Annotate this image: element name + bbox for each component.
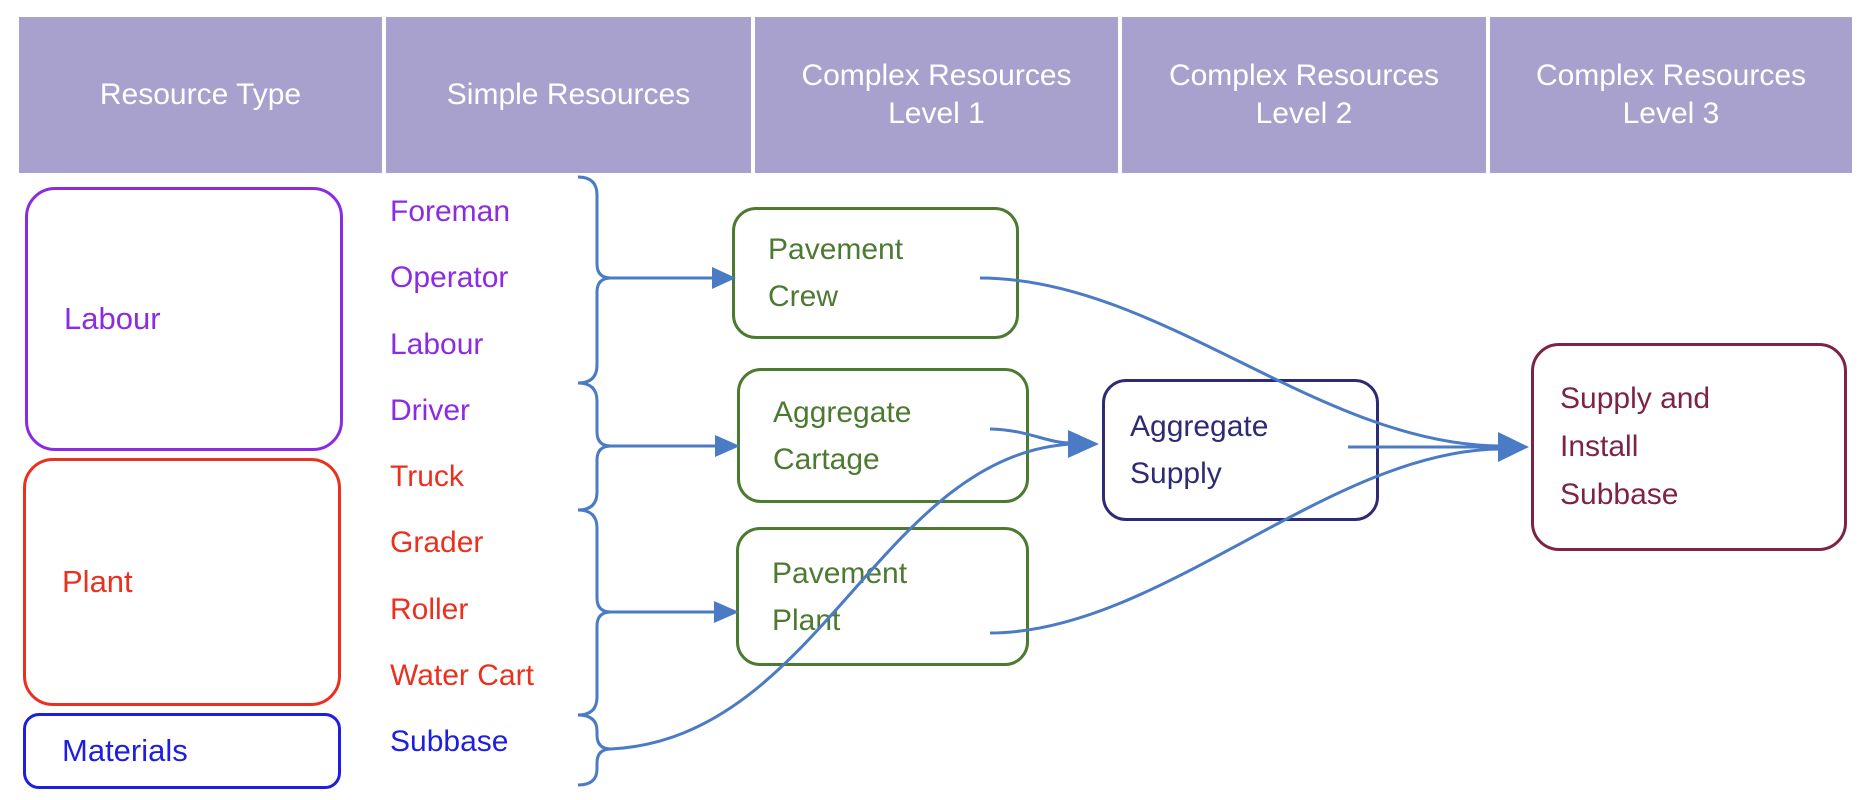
box-pavement-plant-line1: Pavement (772, 556, 908, 590)
box-pavement-crew-line2: Crew (768, 280, 839, 313)
header-complex-level-1-label: Complex Resources (801, 59, 1072, 92)
header-simple-resources: Simple Resources (386, 17, 751, 173)
simple-resource-grader: Grader (390, 526, 484, 559)
box-aggregate-cartage: Aggregate Cartage (737, 368, 1029, 503)
header-complex-level-3-label2: Level 3 (1622, 97, 1720, 130)
header-complex-level-2-label2: Level 2 (1255, 97, 1353, 130)
type-box-materials-label: Materials (62, 733, 188, 768)
simple-resource-labour: Labour (390, 328, 484, 361)
box-supply-install-subbase: Supply and Install Subbase (1531, 343, 1847, 551)
simple-resource-operator: Operator (390, 261, 509, 294)
box-aggregate-supply-line1: Aggregate (1130, 410, 1269, 443)
box-aggregate-supply-line2: Supply (1130, 457, 1222, 490)
box-pavement-plant-line2: Plant (772, 603, 841, 637)
header-simple-resources-label: Simple Resources (446, 78, 691, 111)
type-box-labour-label: Labour (64, 301, 161, 336)
simple-resource-water-cart: Water Cart (390, 659, 534, 692)
header-complex-level-1-label2: Level 1 (888, 97, 985, 130)
header-resource-type: Resource Type (19, 17, 382, 173)
simple-resource-subbase: Subbase (390, 725, 509, 758)
type-box-plant-label: Plant (62, 564, 133, 599)
brace-aggregate-cartage-group (577, 381, 612, 512)
header-resource-type-label: Resource Type (99, 78, 302, 111)
arrowhead-supply-install-subbase (1498, 432, 1529, 462)
type-box-materials: Materials (23, 713, 341, 789)
brace-pavement-plant-group (577, 508, 612, 717)
type-box-plant: Plant (23, 458, 341, 706)
brace-subbase-group (577, 713, 612, 787)
type-box-labour: Labour (25, 187, 343, 451)
box-supply-install-subbase-line3: Subbase (1560, 478, 1679, 511)
box-aggregate-cartage-line2: Cartage (773, 442, 880, 476)
simple-resource-foreman: Foreman (390, 195, 511, 228)
simple-resource-driver: Driver (390, 394, 470, 427)
header-complex-level-3-label: Complex Resources (1535, 59, 1807, 92)
box-pavement-crew-line1: Pavement (768, 233, 904, 266)
box-pavement-plant: Pavement Plant (736, 527, 1029, 666)
box-aggregate-supply: Aggregate Supply (1102, 379, 1379, 521)
simple-resource-truck: Truck (390, 460, 464, 493)
box-supply-install-subbase-line2: Install (1560, 430, 1639, 463)
box-pavement-crew: Pavement Crew (732, 207, 1019, 339)
simple-resource-roller: Roller (390, 593, 469, 626)
header-complex-level-2-label: Complex Resources (1168, 59, 1440, 92)
brace-pavement-crew-group (577, 175, 612, 385)
box-aggregate-cartage-line1: Aggregate (773, 395, 912, 429)
arrowhead-aggregate-supply (1068, 430, 1099, 458)
box-supply-install-subbase-line1: Supply and (1560, 382, 1711, 415)
